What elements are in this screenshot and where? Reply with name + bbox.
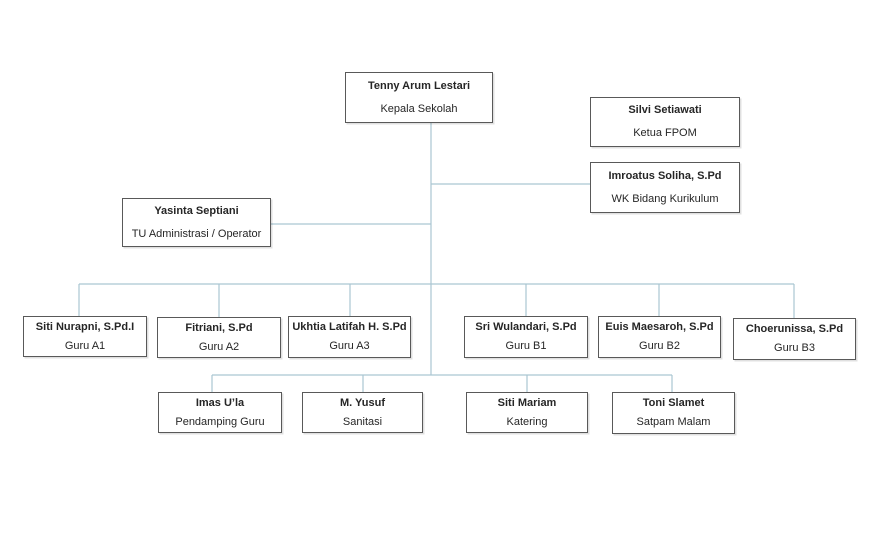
person-role: Guru B1 bbox=[505, 340, 547, 352]
org-node-imroatus: Imroatus Soliha, S.Pd WK Bidang Kurikulum bbox=[590, 162, 740, 213]
person-name: Ukhtia Latifah H. S.Pd bbox=[292, 321, 407, 333]
person-role: Pendamping Guru bbox=[175, 415, 265, 428]
person-role: TU Administrasi / Operator bbox=[131, 227, 262, 240]
person-role: Satpam Malam bbox=[636, 416, 711, 428]
person-role: Guru B2 bbox=[639, 340, 680, 352]
org-node-siti-nurapni: Siti Nurapni, S.Pd.I Guru A1 bbox=[23, 316, 147, 357]
person-name: Siti Mariam bbox=[497, 396, 557, 409]
person-name: Sri Wulandari, S.Pd bbox=[475, 321, 577, 333]
person-name: Siti Nurapni, S.Pd.I bbox=[35, 320, 135, 333]
person-name: Toni Slamet bbox=[642, 397, 705, 409]
person-name: Euis Maesaroh, S.Pd bbox=[605, 321, 714, 333]
person-role: Sanitasi bbox=[342, 415, 383, 428]
org-node-yasinta: Yasinta Septiani TU Administrasi / Operat… bbox=[122, 198, 271, 247]
person-name: Fitriani, S.Pd bbox=[185, 321, 253, 334]
person-name: Imroatus Soliha, S.Pd bbox=[608, 169, 722, 182]
person-role: Guru A1 bbox=[64, 339, 106, 352]
person-role: Kepala Sekolah bbox=[380, 102, 458, 115]
person-role: Guru A3 bbox=[329, 340, 370, 352]
person-name: Choerunissa, S.Pd bbox=[745, 323, 844, 335]
person-role: Katering bbox=[506, 415, 548, 428]
person-role: Guru B3 bbox=[774, 342, 815, 354]
person-name: Silvi Setiawati bbox=[628, 104, 702, 116]
person-name: M. Yusuf bbox=[339, 396, 386, 409]
person-name: Imas U’la bbox=[195, 396, 245, 409]
person-role: WK Bidang Kurikulum bbox=[611, 192, 719, 205]
person-name: Tenny Arum Lestari bbox=[367, 79, 471, 92]
person-role: Guru A2 bbox=[198, 340, 240, 353]
person-role: Ketua FPOM bbox=[633, 127, 697, 139]
person-name: Yasinta Septiani bbox=[154, 204, 239, 217]
